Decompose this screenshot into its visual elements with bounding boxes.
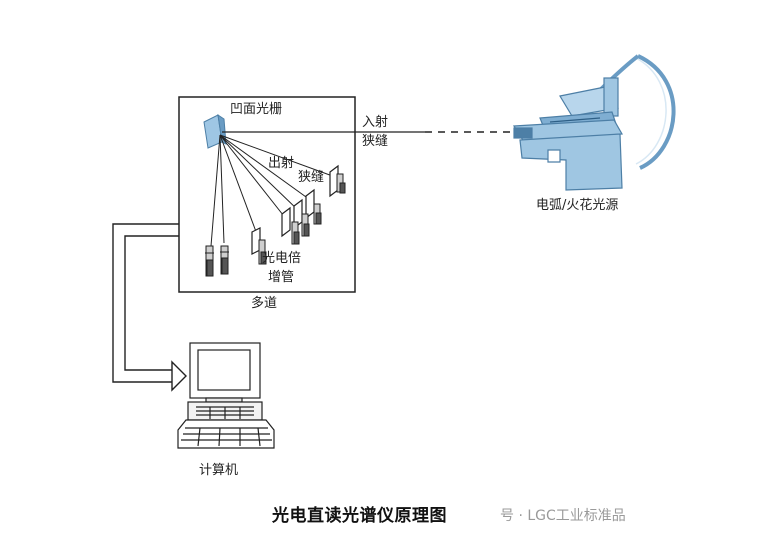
computer-icon [177, 342, 275, 449]
pmt-label-1: 光电倍 [262, 251, 302, 266]
diffracted-rays [210, 134, 339, 247]
entrance-slit-label-2: 狭缝 [362, 134, 389, 149]
instrument-box [178, 96, 356, 293]
exit-slit-label-2: 狭缝 [298, 170, 325, 185]
diagram-title: 光电直读光谱仪原理图 [272, 506, 447, 526]
source-label: 电弧/火花光源 [536, 198, 619, 213]
watermark: 号 · LGC工业标准品 [500, 508, 626, 524]
exit-slit-label-1: 出射 [268, 156, 295, 171]
data-connection [112, 223, 179, 383]
computer-label: 计算机 [199, 463, 239, 478]
photomultiplier-tube-icon [205, 173, 346, 277]
entrance-slit-label-1: 入射 [362, 115, 389, 130]
arc-spark-source-icon [512, 54, 676, 191]
pmt-label-2: 增管 [268, 270, 295, 285]
arrow-right-icon [171, 360, 187, 392]
multichannel-label: 多道 [251, 296, 278, 311]
grating-label: 凹面光栅 [230, 102, 283, 117]
